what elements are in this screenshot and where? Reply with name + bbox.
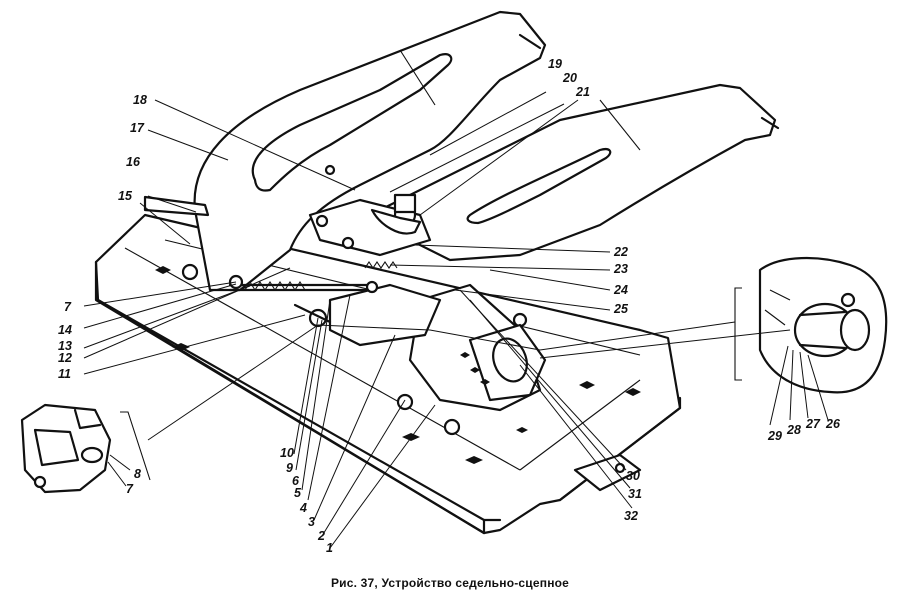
callout-16: 16 [126, 155, 141, 169]
callout-15: 15 [118, 189, 133, 203]
callout-24: 24 [613, 283, 628, 297]
callout-numbers: 1 2 3 4 5 6 7 7 8 9 10 11 12 13 14 15 16… [58, 57, 841, 555]
callout-11: 11 [58, 367, 71, 381]
callout-7-inset: 7 [126, 482, 134, 496]
callout-23: 23 [613, 262, 628, 276]
callout-30: 30 [626, 469, 640, 483]
callout-12: 12 [58, 351, 72, 365]
callout-6: 6 [292, 474, 300, 488]
callout-28: 28 [786, 423, 801, 437]
callout-19: 19 [548, 57, 562, 71]
callout-5: 5 [294, 486, 302, 500]
leader-lines [83, 91, 829, 549]
callout-29: 29 [767, 429, 782, 443]
callout-10: 10 [280, 446, 294, 460]
callout-31: 31 [628, 487, 642, 501]
figure-caption: Рис. 37, Устройство седельно-сцепное [330, 576, 570, 590]
callout-25: 25 [613, 302, 629, 316]
callout-2: 2 [317, 529, 325, 543]
callout-26: 26 [825, 417, 841, 431]
callout-27: 27 [805, 417, 821, 431]
callout-9: 9 [286, 461, 293, 475]
callout-4: 4 [299, 501, 307, 515]
callout-13: 13 [58, 339, 72, 353]
callout-1: 1 [326, 541, 333, 555]
callout-8: 8 [134, 467, 141, 481]
saddle-bracket [328, 283, 547, 412]
base-frame [94, 213, 682, 535]
detail-inset-right [734, 257, 888, 394]
saddle-plate-left [193, 10, 547, 292]
callout-18: 18 [133, 93, 147, 107]
callout-3: 3 [308, 515, 315, 529]
saddle-plate-right [378, 83, 780, 262]
detail-inset-left [20, 403, 151, 494]
callout-21: 21 [575, 85, 590, 99]
callout-17: 17 [130, 121, 145, 135]
callout-32: 32 [624, 509, 638, 523]
callout-20: 20 [562, 71, 577, 85]
callout-7: 7 [64, 300, 72, 314]
callout-14: 14 [58, 323, 72, 337]
callout-22: 22 [613, 245, 628, 259]
